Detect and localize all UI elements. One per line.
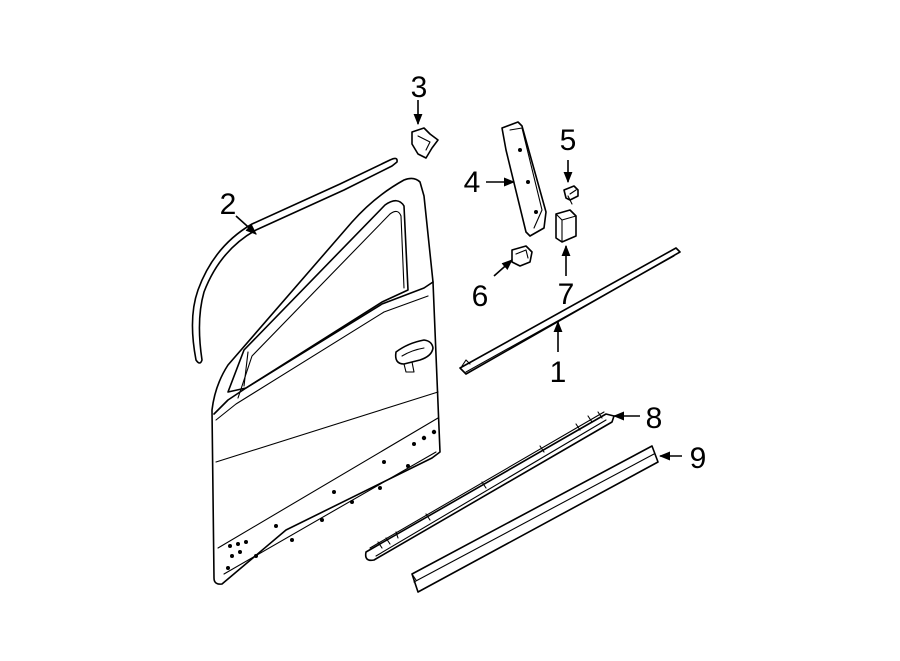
part-5-screw (563, 185, 579, 205)
part-2-weatherstrip (191, 157, 398, 364)
callout-6: 6 (472, 280, 489, 313)
callout-7: 7 (558, 278, 575, 311)
part-4-pillar-applique (501, 121, 547, 237)
part-6-nut (511, 245, 533, 267)
callout-8: 8 (646, 402, 663, 435)
callout-4: 4 (464, 166, 481, 199)
part-7-bracket (555, 209, 577, 243)
part-9-rocker-molding (411, 445, 659, 593)
callout-3: 3 (411, 71, 428, 104)
door-panel (211, 177, 441, 585)
callout-2: 2 (220, 188, 237, 221)
part-1-belt-molding (459, 247, 681, 375)
callout-arrows (235, 100, 682, 461)
callout-1: 1 (550, 356, 567, 389)
part-3-clip (411, 127, 439, 159)
callout-9: 9 (690, 442, 707, 475)
callout-5: 5 (560, 124, 577, 157)
